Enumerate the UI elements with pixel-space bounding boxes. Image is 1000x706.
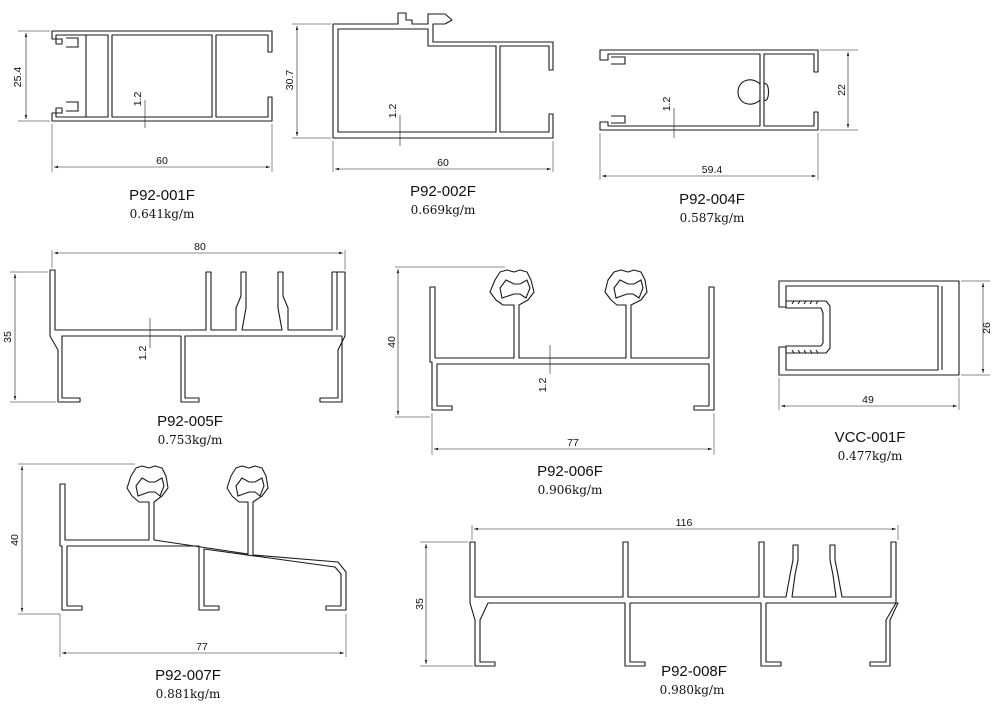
wall-dim-p92-001f: 1.2 [132,92,144,107]
width-dim-p92-006f: 77 [567,437,579,449]
code-p92-005f: P92-005F [157,413,223,430]
dims-vcc-001f [778,280,990,410]
height-dim-p92-005f: 35 [2,331,14,343]
height-dim-p92-004f: 22 [836,84,848,96]
dims-p92-007f [18,463,347,657]
weight-p92-002f: 0.669kg/m [411,203,476,217]
dims-p92-006f [395,266,715,455]
weight-p92-007f: 0.881kg/m [156,687,221,701]
width-dim-p92-008f: 116 [676,517,693,529]
profile-p92-007f [59,465,347,611]
wall-dim-p92-004f: 1.2 [661,97,673,112]
height-dim-p92-002f: 30.7 [284,70,296,91]
width-dim-p92-004f: 59.4 [702,164,723,176]
code-vcc-001f: VCC-001F [835,429,906,446]
width-dim-vcc-001f: 49 [862,394,874,406]
profile-p92-001f [51,30,273,122]
dims-p92-004f [599,49,858,180]
profile-p92-008f [469,541,899,667]
weight-vcc-001f: 0.477kg/m [838,449,903,463]
dims-p92-001f [18,30,273,172]
wall-dim-p92-005f: 1.2 [137,346,149,361]
code-p92-006f: P92-006F [537,463,603,480]
height-dim-p92-001f: 25.4 [12,67,24,88]
weight-p92-004f: 0.587kg/m [680,211,745,225]
profile-p92-002f [332,12,554,139]
width-dim-p92-005f: 80 [194,241,206,253]
code-p92-008f: P92-008F [661,663,727,680]
code-p92-002f: P92-002F [410,183,476,200]
profile-p92-004f [599,49,819,131]
profile-p92-006f [429,269,715,411]
dims-p92-002f [292,23,554,172]
dims-p92-008f [420,525,899,667]
profile-p92-005f [49,269,346,403]
weight-p92-006f: 0.906kg/m [538,483,603,497]
wall-dim-p92-002f: 1.2 [387,104,399,119]
dims-p92-005f [10,250,346,403]
code-p92-007f: P92-007F [155,667,221,684]
weight-p92-005f: 0.753kg/m [158,433,223,447]
height-dim-p92-007f: 40 [9,534,21,546]
weight-p92-001f: 0.641kg/m [130,207,195,221]
width-dim-p92-002f: 60 [437,157,449,169]
code-p92-001f: P92-001F [129,187,195,204]
height-dim-p92-006f: 40 [386,336,398,348]
profile-vcc-001f [778,280,960,376]
code-p92-004f: P92-004F [679,191,745,208]
width-dim-p92-001f: 60 [156,155,168,167]
weight-p92-008f: 0.980kg/m [660,683,725,697]
wall-dim-p92-006f: 1.2 [537,378,549,393]
width-dim-p92-007f: 77 [196,641,208,653]
height-dim-vcc-001f: 26 [981,322,993,334]
height-dim-p92-008f: 35 [414,598,426,610]
